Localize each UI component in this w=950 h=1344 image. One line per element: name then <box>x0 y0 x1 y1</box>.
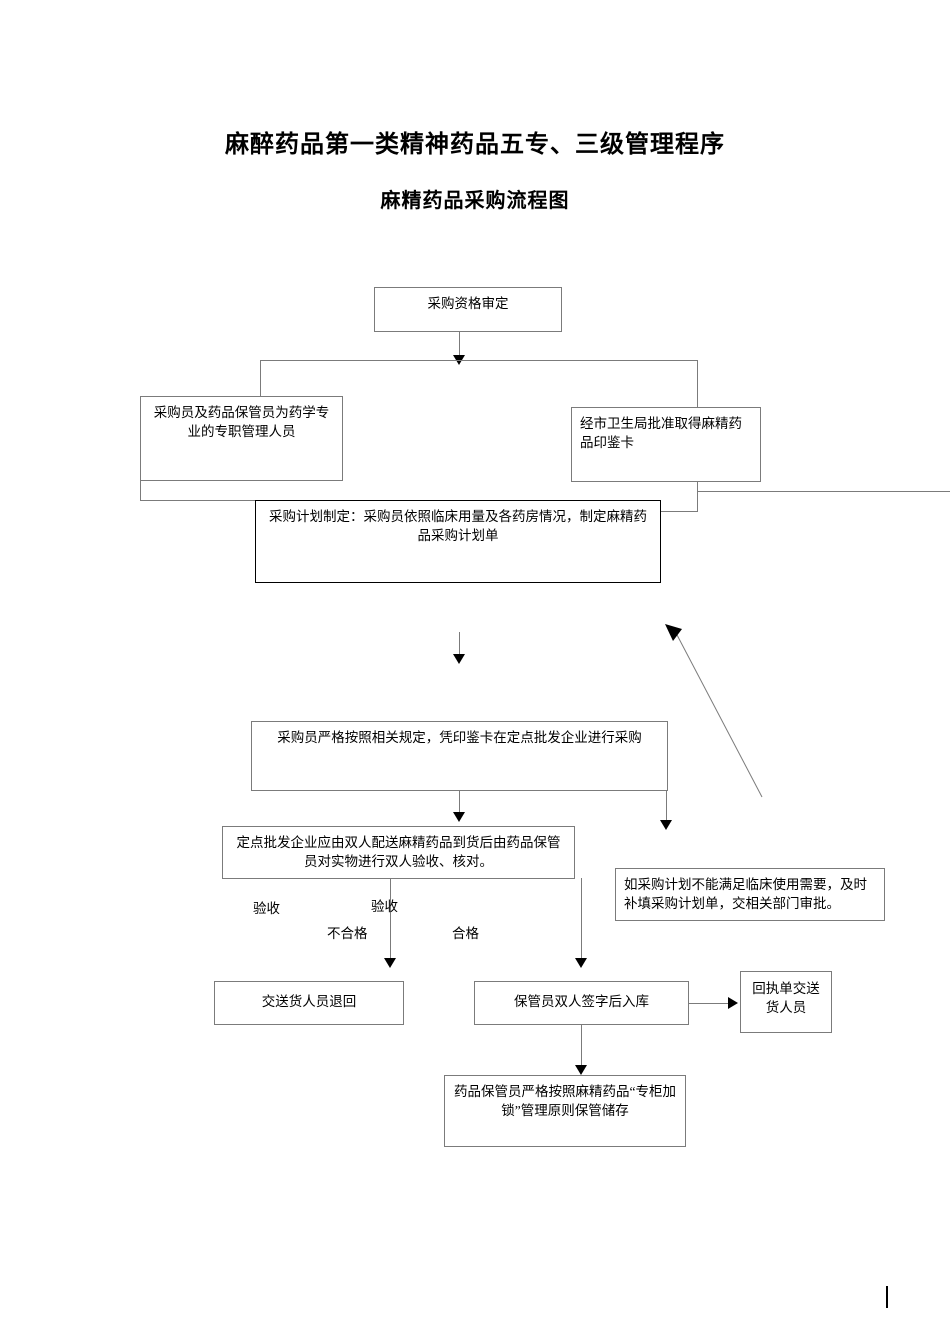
node-staff-label: 采购员及药品保管员为药学专业的专职管理人员 <box>153 405 330 439</box>
node-qualification-label: 采购资格审定 <box>427 296 509 311</box>
connector-bus-to-staff <box>260 360 261 396</box>
connector-bus-horizontal <box>260 360 698 361</box>
arrowhead-acceptance-fail <box>384 958 396 968</box>
node-plan-label: 采购计划制定：采购员依照临床用量及各药房情况，制定麻精药品采购计划单 <box>269 509 647 543</box>
connector-acceptance-pass <box>581 878 582 960</box>
connector-purchase-to-delivery <box>459 790 460 814</box>
page-margin-mark <box>886 1286 888 1308</box>
node-supplement-plan[interactable]: 如采购计划不能满足临床使用需要，及时补填采购计划单，交相关部门审批。 <box>615 868 885 921</box>
arrowhead-stock-to-storage <box>575 1065 587 1075</box>
node-seal-card[interactable]: 经市卫生局批准取得麻精药品印鉴卡 <box>571 407 761 482</box>
node-receipt-label: 回执单交送货人员 <box>752 981 820 1015</box>
node-plan[interactable]: 采购计划制定：采购员依照临床用量及各药房情况，制定麻精药品采购计划单 <box>255 500 661 583</box>
arrowhead-stock-to-receipt <box>728 997 738 1009</box>
connector-qualification-to-bus <box>459 331 460 357</box>
node-return-goods-label: 交送货人员退回 <box>261 994 357 1009</box>
node-supplement-plan-label: 如采购计划不能满足临床使用需要，及时补填采购计划单，交相关部门审批。 <box>624 877 867 911</box>
connector-stock-to-storage <box>581 1025 582 1067</box>
node-receipt[interactable]: 回执单交送货人员 <box>740 971 832 1033</box>
connector-seal-card-right-stub <box>697 491 950 492</box>
node-return-goods[interactable]: 交送货人员退回 <box>214 981 404 1025</box>
node-sign-in-stock[interactable]: 保管员双人签字后入库 <box>474 981 689 1025</box>
node-seal-card-label: 经市卫生局批准取得麻精药品印鉴卡 <box>580 416 742 450</box>
node-storage-label: 药品保管员严格按照麻精药品“专柜加锁”管理原则保管储存 <box>454 1084 676 1118</box>
connector-seal-card-to-plan <box>660 511 698 512</box>
arrowhead-feedback-diagonal <box>665 624 682 641</box>
arrowhead-plan-to-purchase <box>453 654 465 664</box>
edge-label-acceptance-left: 验收 <box>253 901 280 916</box>
connector-acceptance-stem <box>390 878 391 960</box>
connector-feedback-diagonal <box>675 632 763 798</box>
edge-label-pass: 合格 <box>452 926 479 941</box>
connector-purchase-to-supplement <box>666 790 667 822</box>
node-delivery-check-label: 定点批发企业应由双人配送麻精药品到货后由药品保管员对实物进行双人验收、核对。 <box>236 835 561 869</box>
node-delivery-check[interactable]: 定点批发企业应由双人配送麻精药品到货后由药品保管员对实物进行双人验收、核对。 <box>222 826 575 879</box>
connector-seal-card-down <box>697 481 698 511</box>
arrowhead-purchase-to-supplement <box>660 820 672 830</box>
connector-stock-to-receipt <box>689 1003 728 1004</box>
arrowhead-purchase-to-delivery <box>453 812 465 822</box>
node-storage[interactable]: 药品保管员严格按照麻精药品“专柜加锁”管理原则保管储存 <box>444 1075 686 1147</box>
node-sign-in-stock-label: 保管员双人签字后入库 <box>514 994 649 1009</box>
edge-label-acceptance-right: 验收 <box>371 899 398 914</box>
arrowhead-acceptance-pass <box>575 958 587 968</box>
connector-staff-down <box>140 480 141 500</box>
connector-staff-to-plan <box>140 500 255 501</box>
connector-plan-to-purchase <box>459 632 460 656</box>
document-title-block: 麻醉药品第一类精神药品五专、三级管理程序 麻精药品采购流程图 <box>0 128 950 216</box>
connector-bus-to-seal-card <box>697 360 698 407</box>
page-title-primary: 麻醉药品第一类精神药品五专、三级管理程序 <box>225 132 725 158</box>
node-purchase-label: 采购员严格按照相关规定，凭印鉴卡在定点批发企业进行采购 <box>277 730 642 745</box>
page-title-secondary: 麻精药品采购流程图 <box>380 190 570 212</box>
node-staff[interactable]: 采购员及药品保管员为药学专业的专职管理人员 <box>140 396 343 481</box>
node-qualification[interactable]: 采购资格审定 <box>374 287 562 332</box>
edge-label-fail: 不合格 <box>327 926 368 941</box>
node-purchase[interactable]: 采购员严格按照相关规定，凭印鉴卡在定点批发企业进行采购 <box>251 721 668 791</box>
